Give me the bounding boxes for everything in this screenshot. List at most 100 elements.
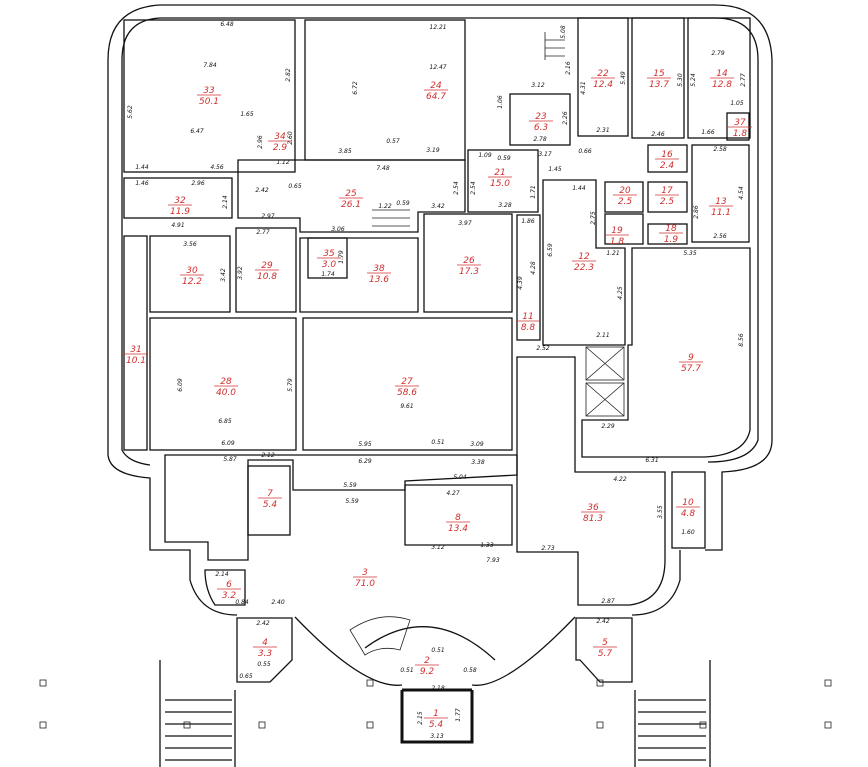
room-35: 353.0 [317, 249, 341, 270]
dimension-label: 9.61 [400, 403, 413, 410]
dimension-label: 0.51 [431, 647, 444, 654]
dimension-label: 0.65 [239, 673, 253, 680]
dimension-label: 6.09 [221, 440, 235, 447]
dimension-label: 2.11 [596, 332, 609, 339]
dimension-label: 0.51 [400, 667, 413, 674]
room-area: 2.9 [273, 143, 288, 153]
dimension-label: 6.31 [645, 457, 658, 464]
dimension-label: 2.18 [431, 685, 445, 692]
dimension-label: 5.08 [560, 25, 567, 39]
dimension-label: 6.72 [352, 81, 359, 95]
room-number: 14 [716, 69, 728, 79]
room-6: 63.2 [217, 580, 241, 601]
room-number: 10 [682, 498, 694, 508]
hatched-corridor-west [164, 454, 518, 561]
dimension-label: 4.27 [446, 490, 460, 497]
room-9: 957.7 [679, 353, 703, 374]
room-area: 1.8 [733, 129, 748, 139]
room-area: 13.7 [649, 80, 669, 90]
dimension-label: 2.40 [271, 599, 285, 606]
dimension-label: 2.54 [470, 181, 477, 195]
dimension-label: 4.31 [580, 81, 587, 94]
dimension-label: 2.97 [261, 213, 275, 220]
dimension-label: 2.96 [191, 180, 205, 187]
dimension-label: 5.62 [127, 105, 134, 119]
dimension-label: 5.59 [343, 482, 357, 489]
dimension-label: 2.14 [222, 195, 229, 209]
dimension-label: 5.30 [677, 73, 684, 87]
dimension-label: 5.24 [690, 73, 697, 87]
dimension-label: 2.78 [533, 136, 547, 143]
room-area: 1.9 [664, 235, 679, 245]
dimension-label: 2.54 [453, 181, 460, 195]
dimension-label: 2.31 [596, 127, 609, 134]
dimension-label: 2.86 [693, 205, 700, 219]
room-number: 8 [455, 513, 461, 523]
column-marker [183, 721, 191, 729]
room-number: 32 [174, 196, 186, 206]
column-marker [699, 721, 707, 729]
room-area: 15.0 [490, 179, 510, 189]
dimension-label: 3.09 [470, 441, 484, 448]
column-marker [39, 679, 47, 687]
dimension-label: 2.73 [541, 545, 555, 552]
dimension-label: 1.46 [135, 180, 149, 187]
dimension-label: 1.71 [530, 185, 537, 198]
dimension-label: 1.86 [521, 218, 535, 225]
room-number: 21 [494, 168, 505, 178]
room-number: 30 [186, 266, 198, 276]
hatched-stair-38 [299, 237, 419, 313]
dimension-label: 5.35 [683, 250, 697, 257]
column-marker [366, 679, 374, 687]
room-number: 28 [220, 377, 232, 387]
room-number: 25 [345, 189, 357, 199]
dimension-label: 5.04 [453, 474, 467, 481]
room-area: 12.2 [182, 277, 202, 287]
entrance-stairs-left [159, 660, 236, 767]
hatched-hall-36 [516, 356, 666, 606]
room-area: 10.1 [126, 356, 146, 366]
dimension-label: 1.33 [480, 542, 494, 549]
room-area: 5.4 [263, 500, 278, 510]
dimension-label: 0.58 [463, 667, 477, 674]
room-18: 181.9 [659, 224, 683, 245]
dimension-label: 3.12 [431, 544, 445, 551]
dimension-label: 1.45 [548, 166, 562, 173]
room-number: 37 [734, 118, 746, 128]
column-markers [39, 679, 832, 729]
dimension-label: 2.46 [651, 131, 665, 138]
dimension-label: 3.17 [538, 151, 552, 158]
dimension-label: 2.60 [287, 131, 294, 145]
dimension-label: 12.47 [429, 64, 446, 71]
room-area: 5.7 [598, 649, 613, 659]
room-37: 371.8 [728, 118, 752, 139]
dimension-label: 1.05 [730, 100, 744, 107]
dimension-label: 6.85 [218, 418, 232, 425]
column-marker [596, 679, 604, 687]
room-number: 12 [578, 252, 590, 262]
room-area: 3.0 [322, 260, 337, 270]
dimension-label: 1.66 [701, 129, 715, 136]
room-number: 34 [274, 132, 286, 142]
room-area: 13.4 [448, 524, 468, 534]
dimension-label: 1.21 [606, 250, 619, 257]
dimension-label: 3.55 [657, 505, 664, 519]
dimension-label: 0.65 [288, 183, 302, 190]
dimension-label: 4.39 [517, 276, 524, 290]
room-number: 38 [373, 264, 385, 274]
room-4: 43.3 [253, 638, 277, 659]
room-8: 813.4 [446, 513, 470, 534]
dimension-label: 2.87 [601, 598, 615, 605]
room-11: 118.8 [516, 312, 540, 333]
room-number: 5 [602, 638, 608, 648]
